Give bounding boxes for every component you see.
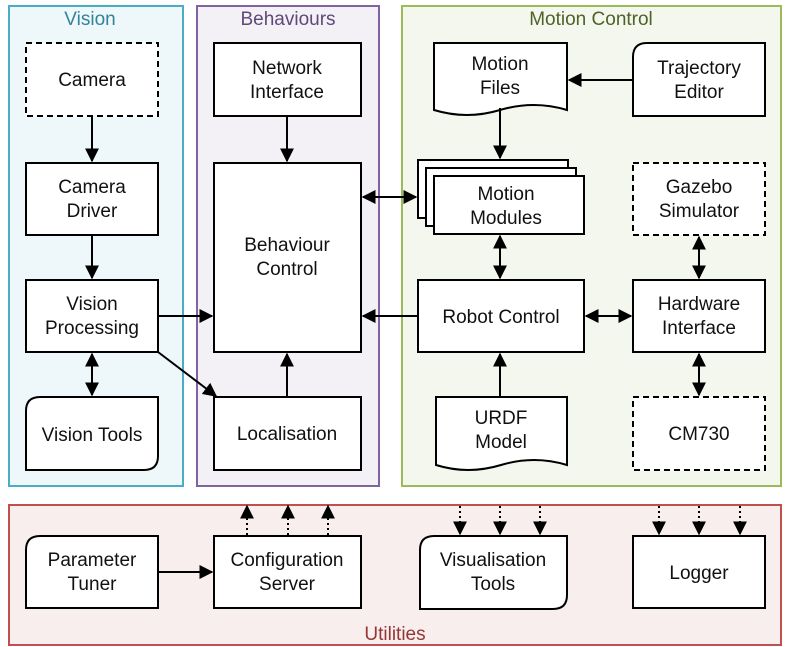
parameter-tuner-node: Parameter Tuner <box>25 535 159 609</box>
network-interface-label-1: Network <box>252 58 322 79</box>
gazebo-simulator-node: Gazebo Simulator <box>632 162 766 236</box>
camera-driver-node: Camera Driver <box>25 162 159 236</box>
logger-label: Logger <box>669 563 729 584</box>
gazebo-simulator-label-1: Gazebo <box>666 177 733 198</box>
gazebo-simulator-label-2: Simulator <box>659 201 740 222</box>
localisation-node: Localisation <box>213 396 362 471</box>
urdf-model-node: URDF Model <box>435 396 568 471</box>
vision-processing-node: Vision Processing <box>25 279 159 353</box>
cm730-node: CM730 <box>632 396 766 471</box>
trajectory-editor-label-2: Editor <box>674 82 724 103</box>
logger-node: Logger <box>632 535 766 609</box>
camera-label: Camera <box>58 70 126 91</box>
utilities-group-title: Utilities <box>364 624 425 645</box>
camera-driver-label-1: Camera <box>58 177 126 198</box>
visualisation-tools-label-1: Visualisation <box>440 550 546 571</box>
motion-files-node: Motion Files <box>433 42 568 116</box>
motion-modules-label-2: Modules <box>470 208 542 229</box>
hardware-interface-label-1: Hardware <box>658 294 740 315</box>
urdf-model-label-2: Model <box>475 432 527 453</box>
vision-group-title: Vision <box>64 9 115 30</box>
motion-modules-node: Motion Modules <box>417 159 585 235</box>
behaviours-group-title: Behaviours <box>240 9 335 30</box>
motion-modules-label-1: Motion <box>477 184 534 205</box>
robot-control-label: Robot Control <box>442 307 559 328</box>
network-interface-node: Network Interface <box>213 42 362 117</box>
vision-tools-label: Vision Tools <box>42 425 143 446</box>
motion-control-group-title: Motion Control <box>529 9 653 30</box>
cm730-label: CM730 <box>668 424 729 445</box>
parameter-tuner-label-2: Tuner <box>68 574 118 595</box>
visualisation-tools-label-2: Tools <box>471 574 515 595</box>
behaviour-control-label-1: Behaviour <box>244 235 330 256</box>
network-interface-label-2: Interface <box>250 82 324 103</box>
trajectory-editor-label-1: Trajectory <box>657 58 741 79</box>
camera-driver-label-2: Driver <box>67 201 118 222</box>
vision-tools-node: Vision Tools <box>25 396 159 471</box>
vision-processing-label-1: Vision <box>66 294 117 315</box>
motion-files-label-1: Motion <box>471 54 528 75</box>
connectors <box>85 73 706 579</box>
visualisation-tools-node: Visualisation Tools <box>419 535 568 610</box>
configuration-server-node: Configuration Server <box>213 535 362 609</box>
camera-node: Camera <box>25 42 159 117</box>
localisation-label: Localisation <box>237 424 337 445</box>
hardware-interface-node: Hardware Interface <box>632 279 766 353</box>
trajectory-editor-node: Trajectory Editor <box>632 42 766 117</box>
configuration-server-label-2: Server <box>259 574 316 595</box>
behaviour-control-node: Behaviour Control <box>213 162 362 353</box>
parameter-tuner-label-1: Parameter <box>48 550 137 571</box>
urdf-model-label-1: URDF <box>475 408 528 429</box>
arrow-processing-to-localisation <box>157 351 218 397</box>
behaviour-control-label-2: Control <box>256 259 317 280</box>
vision-processing-label-2: Processing <box>45 318 139 339</box>
robot-control-node: Robot Control <box>417 279 585 353</box>
hardware-interface-label-2: Interface <box>662 318 736 339</box>
motion-files-label-2: Files <box>480 78 520 99</box>
configuration-server-label-1: Configuration <box>230 550 343 571</box>
